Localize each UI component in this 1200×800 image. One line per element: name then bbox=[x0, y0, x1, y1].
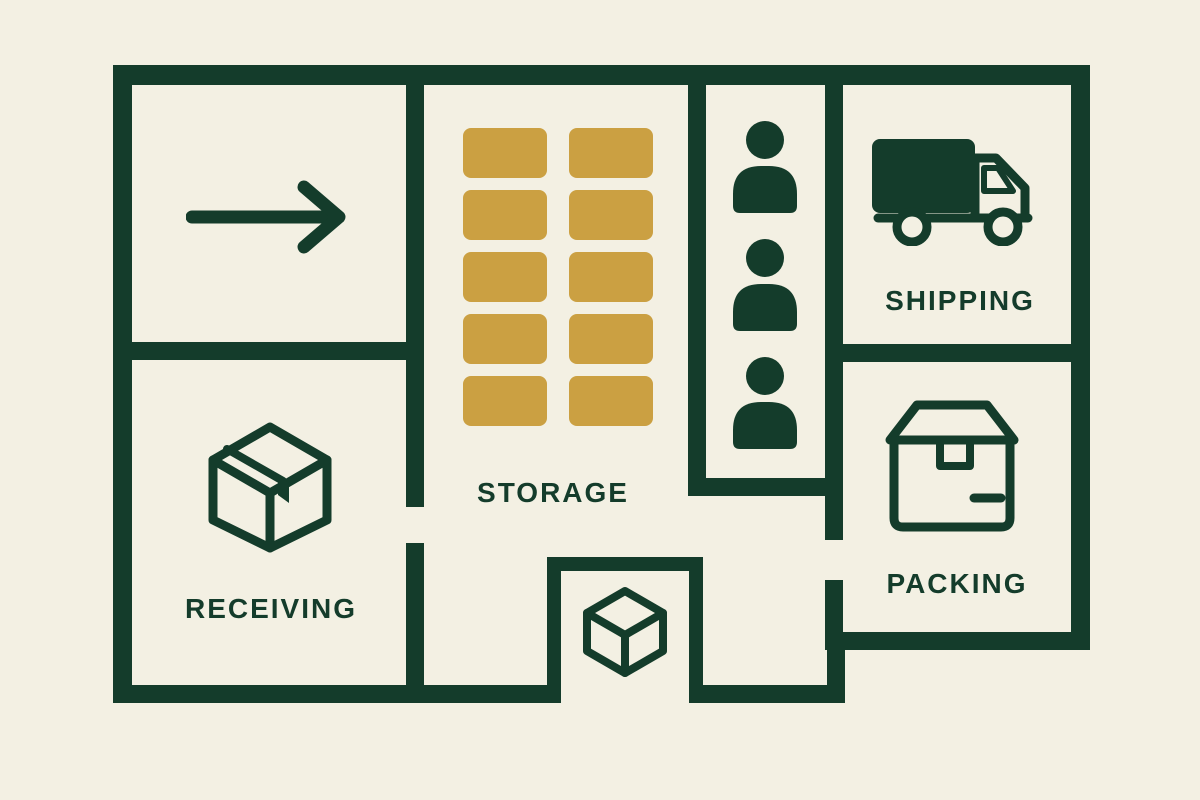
person-icon bbox=[733, 121, 797, 213]
shelf-block bbox=[569, 252, 653, 302]
shipping-label: SHIPPING bbox=[885, 285, 1035, 316]
shelf-block bbox=[569, 190, 653, 240]
shelf-block bbox=[569, 376, 653, 426]
person-icon bbox=[733, 239, 797, 331]
wall-storage-right-upper bbox=[688, 65, 706, 496]
packing-label: PACKING bbox=[886, 568, 1028, 599]
person-icon bbox=[733, 357, 797, 449]
storage-shelves bbox=[463, 128, 653, 426]
shelf-block bbox=[569, 128, 653, 178]
storage-label: STORAGE bbox=[477, 477, 629, 508]
shelf-block bbox=[463, 128, 547, 178]
wall-ship-pack-divider bbox=[825, 344, 1090, 362]
wall-packing-bottom bbox=[827, 632, 1090, 650]
box-icon bbox=[885, 400, 1019, 532]
wall-bottom-left bbox=[113, 685, 557, 703]
wall-column-right-upper bbox=[825, 65, 843, 540]
wall-column-right-lower bbox=[825, 580, 843, 650]
wall-storage-left-upper bbox=[406, 65, 424, 507]
shelf-block bbox=[463, 376, 547, 426]
wall-leftrooms-divider bbox=[113, 342, 424, 360]
shelf-block bbox=[569, 314, 653, 364]
wall-storage-left-lower bbox=[406, 543, 424, 703]
wall-dock-top bbox=[547, 557, 703, 571]
shelf-block bbox=[463, 190, 547, 240]
wall-dock-right bbox=[689, 557, 703, 703]
wall-outer-top bbox=[113, 65, 1090, 85]
truck-icon bbox=[872, 139, 1033, 246]
wall-bottom-mid bbox=[690, 685, 845, 703]
receiving-label: RECEIVING bbox=[184, 593, 358, 624]
shelf-block bbox=[463, 252, 547, 302]
staff-corridor bbox=[732, 120, 798, 450]
wall-dock-left bbox=[547, 557, 561, 703]
wall-outer-left bbox=[113, 65, 132, 703]
cube-icon bbox=[583, 587, 667, 677]
shelf-block bbox=[463, 314, 547, 364]
arrow-right-icon bbox=[186, 180, 346, 254]
package-icon bbox=[208, 422, 332, 553]
wall-column-bottom bbox=[688, 478, 843, 496]
